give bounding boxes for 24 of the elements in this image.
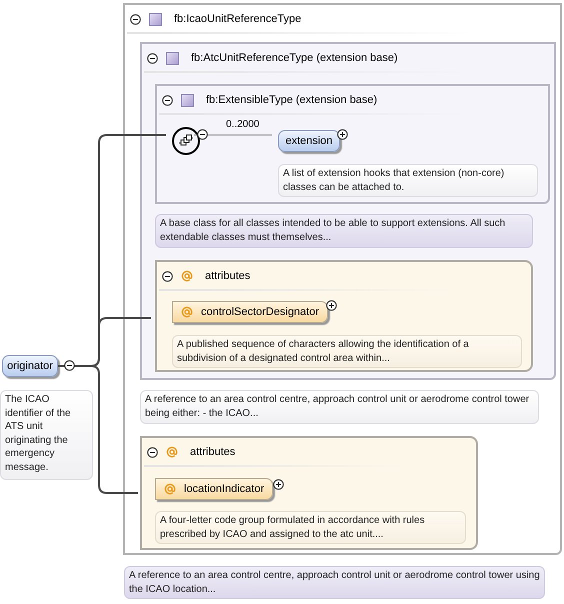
documentation-note: A reference to an area control centre, approach control unit or aerodrome control tower using the ICAO location... — [124, 566, 545, 599]
attribute-name: locationIndicator — [184, 482, 264, 497]
attribute-group-panel — [140, 436, 478, 550]
type-heading: fb:IcaoUnitReferenceType — [174, 12, 302, 27]
documentation-note: A published sequence of characters allowing the identification of a subdivision of a designated control area within... — [172, 335, 522, 368]
attribute-name: controlSectorDesignator — [201, 304, 320, 320]
connector-line — [194, 134, 272, 136]
documentation-note: A reference to an area control centre, approach control unit or aerodrome control tower being either: - the ICAO... — [140, 390, 539, 424]
attribute-box — [172, 301, 328, 323]
documentation-note: A list of extension hooks that extension (non-core) classes can be attached to. — [278, 164, 538, 197]
group-heading: attributes — [205, 268, 250, 284]
type-panel — [140, 42, 556, 380]
attribute-group-panel — [155, 260, 533, 372]
type-heading: fb:ExtensibleType (extension base) — [206, 92, 378, 108]
element-box: originator — [2, 355, 58, 377]
type-heading: fb:AtcUnitReferenceType (extension base) — [191, 50, 398, 66]
documentation-note: The ICAO identifier of the ATS unit originating the emergency message. — [0, 390, 93, 480]
type-panel — [123, 3, 562, 555]
element-box: extension — [278, 130, 340, 152]
documentation-note: A base class for all classes intended to be able to support extensions. All such extendable classes must themselves... — [155, 214, 533, 248]
group-heading: attributes — [190, 444, 236, 460]
type-panel — [155, 84, 550, 204]
documentation-note: A four-letter code group formulated in accordance with rules prescribed by ICAO and assigned to the atc unit.... — [155, 511, 466, 544]
attribute-box — [155, 478, 273, 500]
